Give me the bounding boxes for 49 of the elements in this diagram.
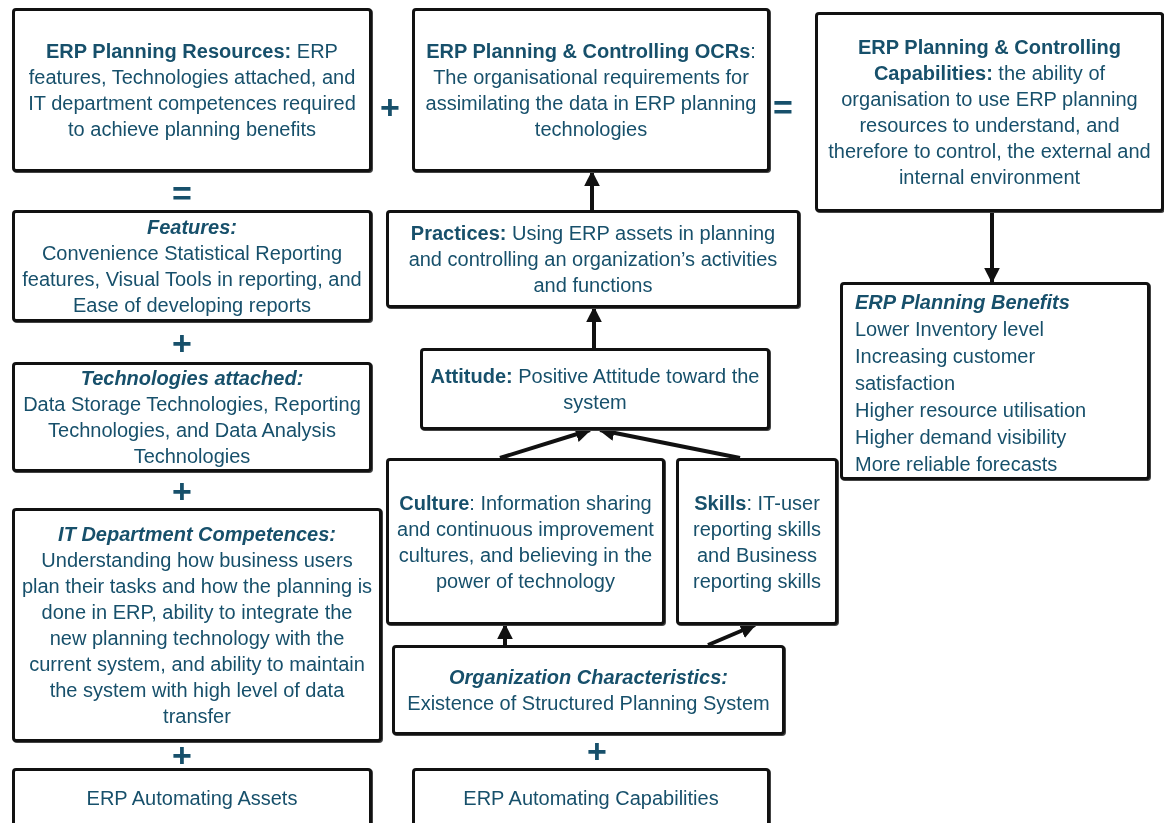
list-item: Lower Inventory level <box>855 317 1044 342</box>
attitude-box <box>420 348 770 430</box>
list-item: Higher demand visibility <box>855 425 1067 450</box>
requirements-box <box>412 8 770 172</box>
box-text: Convenience Statistical Reporting features, Visual Tools in reporting, and Ease of developing reports <box>21 241 363 318</box>
automating-capabilities-box <box>412 768 770 823</box>
box-heading: Features: <box>147 215 237 240</box>
culture-box <box>386 458 665 625</box>
competences-box <box>12 508 382 742</box>
arrow <box>707 623 757 647</box>
box-text: Practices: Using ERP assets in planning and controlling an organization’s activities and functions <box>407 221 779 298</box>
box-text: Understanding how business users plan their tasks and how the planning is done in ERP, ability to integrate the new planning technology with the current system, and ability to maintain the system with high level of data transfer <box>21 548 373 729</box>
box-heading: Organization Characteristics: <box>449 665 728 690</box>
box-text: Existence of Structured Planning System <box>407 691 770 716</box>
arrow <box>984 212 1000 284</box>
box-heading: Technologies attached: <box>80 366 304 391</box>
operator-sign: + <box>172 476 192 506</box>
box-text: ERP Automating Capabilities <box>463 786 719 811</box>
box-text: Skills: IT-user reporting skills and Business reporting skills <box>692 490 822 594</box>
practices-box <box>386 210 800 308</box>
list-item: More reliable forecasts <box>855 452 1058 477</box>
list-item: Higher resource utilisation <box>855 398 1087 423</box>
benefits-box <box>840 282 1150 480</box>
operator-sign: + <box>172 740 192 770</box>
box-text: Culture: Information sharing and continuous improvement cultures, and believing in the power of technology <box>396 490 655 594</box>
operator-sign: = <box>172 178 192 208</box>
technologies-box <box>12 362 372 472</box>
box-text: ERP Automating Assets <box>86 786 298 811</box>
arrow <box>497 623 513 645</box>
box-text: Data Storage Technologies, Reporting Technologies, and Data Analysis Technologies <box>22 392 362 469</box>
box-text: Attitude: Positive Attitude toward the system <box>429 364 761 415</box>
box-heading: IT Department Competences: <box>58 522 336 547</box>
skills-box <box>676 458 838 625</box>
operator-sign: + <box>587 736 607 766</box>
characteristics-box <box>392 645 785 735</box>
operator-sign: = <box>773 92 793 122</box>
features-box <box>12 210 372 322</box>
list-item: Increasing customer satisfaction <box>855 344 1037 396</box>
resources-box <box>12 8 372 172</box>
box-text: ERP Planning & Controlling Capabilities: the ability of organisation to use ERP planning resources to understand, and therefore to control, the external and internal environment <box>827 35 1152 190</box>
operator-sign: + <box>380 92 400 122</box>
capabilities-box <box>815 12 1164 212</box>
assets-box <box>12 768 372 823</box>
box-text: ERP Planning & Controlling OCRs: The organisational requirements for assimilating the data in ERP planning technologies <box>424 39 758 142</box>
box-heading: ERP Planning Benefits <box>855 290 1070 315</box>
arrow <box>586 306 602 348</box>
operator-sign: + <box>172 328 192 358</box>
box-text: ERP Planning Resources: ERP features, Technologies attached, and IT department competences required to achieve planning benefits <box>27 39 357 142</box>
arrow <box>584 170 600 210</box>
